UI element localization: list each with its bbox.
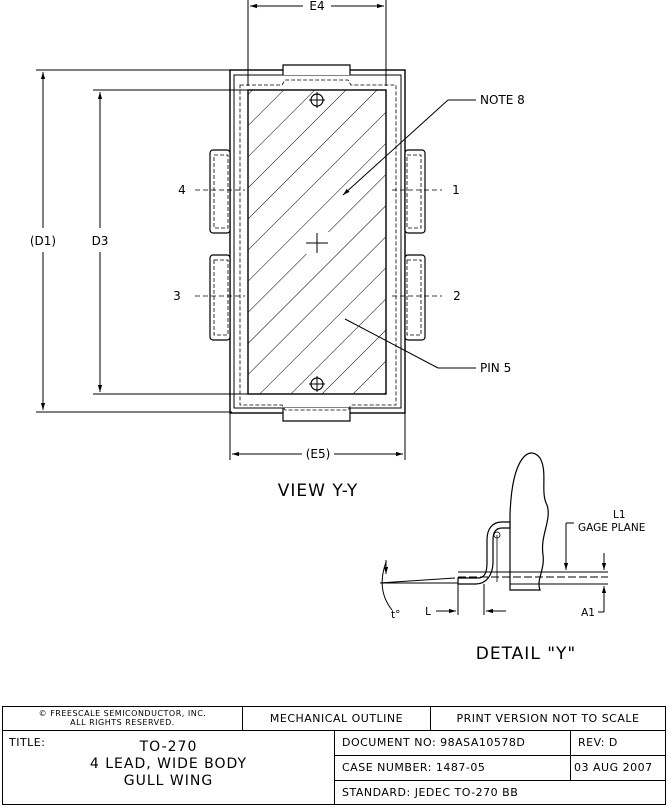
d1-label: (D1): [30, 234, 56, 248]
package-outline-drawing: E4 (D1) D3: [30, 0, 645, 664]
dimension-e4: E4: [247, 0, 387, 86]
pin-labels: 4 3 1 2: [173, 183, 461, 303]
standard: STANDARD: JEDEC TO-270 BB: [342, 786, 519, 799]
l-label: L: [425, 606, 431, 618]
pin-3-label: 3: [173, 289, 181, 303]
title-line-1: TO-270: [139, 739, 198, 755]
detail-y-view: L1 GAGE PLANE t° L A1: [379, 452, 645, 621]
print-note: PRINT VERSION NOT TO SCALE: [456, 712, 640, 725]
e4-label: E4: [309, 0, 324, 13]
document-number: DOCUMENT NO: 98ASA10578D: [342, 736, 526, 749]
dimension-d3: D3: [92, 89, 250, 395]
d3-label: D3: [92, 234, 109, 248]
callout-pin-5: PIN 5: [344, 318, 511, 375]
package-body: [229, 64, 406, 422]
title-line-2: 4 LEAD, WIDE BODY: [89, 756, 248, 772]
outline-header: MECHANICAL OUTLINE: [269, 712, 404, 725]
l1-label: L1: [613, 509, 626, 521]
case-number: CASE NUMBER: 1487-05: [342, 761, 486, 774]
pin-4-label: 4: [178, 183, 186, 197]
release-date: 03 AUG 2007: [574, 761, 653, 774]
gage-plane-label: GAGE PLANE: [578, 522, 645, 534]
pin-2-label: 2: [453, 289, 461, 303]
pin-1-label: 1: [452, 183, 460, 197]
copyright-notice: © FREESCALE SEMICONDUCTOR, INC. ALL RIGH…: [3, 709, 242, 727]
title-line-3: GULL WING: [123, 773, 214, 789]
pin-5-label: PIN 5: [480, 361, 511, 375]
detail-title: DETAIL "Y": [476, 644, 576, 664]
note-8-label: NOTE 8: [480, 93, 525, 107]
copyright-line-1: © FREESCALE SEMICONDUCTOR, INC.: [38, 709, 207, 718]
t-angle-label: t°: [391, 609, 400, 621]
package-title: TO-270 4 LEAD, WIDE BODY GULL WING: [3, 739, 334, 790]
view-title: VIEW Y-Y: [278, 481, 358, 501]
revision: REV: D: [578, 736, 618, 749]
a1-label: A1: [581, 607, 595, 619]
leads: [209, 149, 426, 341]
e5-label: (E5): [306, 447, 331, 461]
copyright-line-2: ALL RIGHTS RESERVED.: [70, 718, 175, 727]
title-label: TITLE:: [9, 736, 46, 749]
title-block: © FREESCALE SEMICONDUCTOR, INC. ALL RIGH…: [2, 706, 666, 805]
dimension-d1: (D1): [30, 69, 232, 413]
dimension-e5: (E5): [229, 413, 406, 461]
callout-note-8: NOTE 8: [342, 93, 525, 196]
